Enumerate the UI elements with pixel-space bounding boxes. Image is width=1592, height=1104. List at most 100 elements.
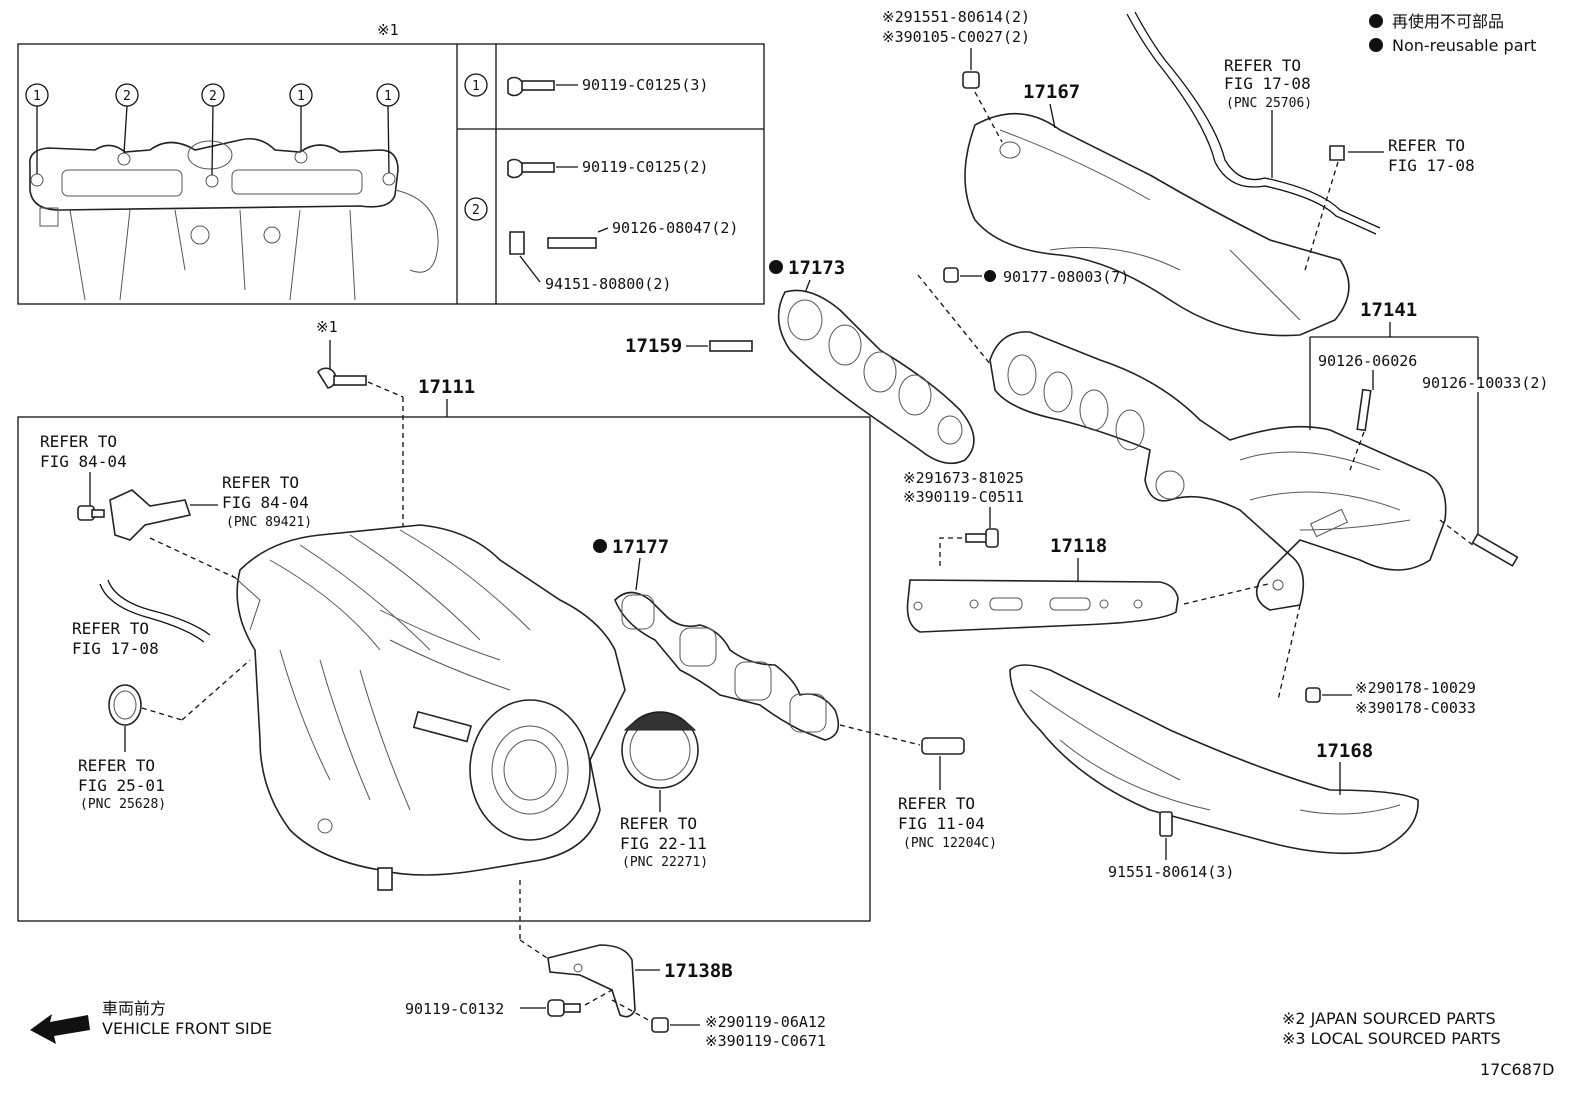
- label-17168: 17168: [1316, 740, 1373, 762]
- label-nut-top-b: ※390105-C0027(2): [882, 28, 1030, 46]
- label-17141: 17141: [1360, 299, 1417, 321]
- svg-text:FIG 25-01: FIG 25-01: [78, 776, 165, 795]
- inset-marker-1b: 1: [289, 83, 313, 151]
- label-17167: 17167: [1023, 81, 1080, 103]
- inset-marker-2b: 2: [201, 83, 225, 176]
- svg-text:2: 2: [472, 203, 480, 218]
- inset-part-90126-08047: 90126-08047(2): [612, 219, 738, 237]
- front-en: VEHICLE FRONT SIDE: [102, 1019, 272, 1038]
- legend-en: Non-reusable part: [1392, 36, 1536, 55]
- label-90178-c0033: ※390178-C0033: [1355, 699, 1476, 717]
- refer-11-04: REFER TO FIG 11-04 (PNC 12204C): [839, 724, 997, 851]
- svg-text:(PNC 25628): (PNC 25628): [80, 797, 166, 812]
- intake-box: 17111: [17, 376, 871, 922]
- bolt-90119-c0132: 90119-C0132: [405, 989, 613, 1018]
- label-90177: 90177-08003(7): [1003, 268, 1129, 286]
- label-17118: 17118: [1050, 535, 1107, 557]
- refer-17-08-top: REFER TO FIG 17-08 (PNC 25706): [1224, 56, 1312, 178]
- label-90119-c0132: 90119-C0132: [405, 1000, 504, 1018]
- nut-90178: ※290178-10029 ※390178-C0033: [1277, 604, 1476, 717]
- label-91551-80614: 91551-80614(3): [1108, 863, 1234, 881]
- svg-text:(PNC 12204C): (PNC 12204C): [903, 836, 997, 851]
- inset-row-1: 1 90119-C0125(3): [464, 73, 708, 97]
- label-17159: 17159: [625, 335, 682, 357]
- svg-text:FIG 17-08: FIG 17-08: [72, 639, 159, 658]
- label-17173: 17173: [788, 257, 845, 279]
- part-17167-heat-insulator: 17167: [964, 81, 1350, 337]
- figure-code: 17C687D: [1480, 1060, 1554, 1079]
- inset-manifold-flange: [29, 137, 439, 301]
- part-17141-exhaust-manifold: 17141: [989, 299, 1479, 611]
- svg-text:REFER TO: REFER TO: [40, 432, 117, 451]
- nut-top: ※291551-80614(2) ※390105-C0027(2): [882, 8, 1030, 143]
- stud-90126-06026: 90126-06026: [1318, 352, 1417, 471]
- refer-22-11: REFER TO FIG 22-11 (PNC 22271): [620, 711, 708, 870]
- star1-bolt: ※1: [316, 318, 404, 560]
- svg-text:(PNC 25706): (PNC 25706): [1226, 96, 1312, 111]
- stud-90126-10033: 90126-10033(2): [1422, 374, 1548, 567]
- svg-text:1: 1: [33, 89, 41, 104]
- inset-part-90119-c0125-2: 90119-C0125(2): [582, 158, 708, 176]
- label-star1: ※1: [316, 318, 338, 336]
- vehicle-front-indicator: 車両前方 VEHICLE FRONT SIDE: [30, 999, 272, 1044]
- svg-text:REFER TO: REFER TO: [1388, 136, 1465, 155]
- bolt-90119-06a12: ※290119-06A12 ※390119-C0671: [611, 999, 826, 1050]
- part-17177-gasket: 17177: [593, 536, 840, 741]
- label-90119-c0511: ※390119-C0511: [903, 488, 1024, 506]
- inset-marker-1c: 1: [376, 83, 400, 174]
- refer-17-08-left: REFER TO FIG 17-08: [72, 579, 211, 658]
- label-90126-06026: 90126-06026: [1318, 352, 1417, 370]
- inset-part-94151-80800: 94151-80800(2): [545, 275, 671, 293]
- svg-text:REFER TO: REFER TO: [78, 756, 155, 775]
- label-17177: 17177: [612, 536, 669, 558]
- legend-jp: 再使用不可部品: [1392, 12, 1504, 31]
- part-17173-gasket: 17173: [769, 257, 975, 465]
- refer-84-04-a: REFER TO FIG 84-04: [40, 432, 127, 521]
- svg-text:FIG 17-08: FIG 17-08: [1224, 74, 1311, 93]
- svg-text:2: 2: [209, 89, 217, 104]
- svg-text:REFER TO: REFER TO: [72, 619, 149, 638]
- label-90178-10029: ※290178-10029: [1355, 679, 1476, 697]
- svg-text:REFER TO: REFER TO: [620, 814, 697, 833]
- part-17138b-bracket: 17138B: [519, 880, 733, 1018]
- label-nut-top-a: ※291551-80614(2): [882, 8, 1030, 26]
- part-17168-insulator: 17168: [1009, 664, 1419, 855]
- label-91673-81025: ※291673-81025: [903, 469, 1024, 487]
- svg-text:1: 1: [297, 89, 305, 104]
- inset-marker-2a: 2: [115, 83, 139, 154]
- sourcing-notes: ※2 JAPAN SOURCED PARTS ※3 LOCAL SOURCED …: [1282, 1009, 1501, 1048]
- svg-text:REFER TO: REFER TO: [898, 794, 975, 813]
- svg-text:REFER TO: REFER TO: [222, 473, 299, 492]
- nut-90177: 90177-08003(7): [917, 267, 1129, 371]
- screw-91551: 91551-80614(3): [1108, 811, 1234, 881]
- svg-text:REFER TO: REFER TO: [1224, 56, 1301, 75]
- inset-marker-1a: 1: [25, 83, 49, 174]
- part-17111-intake-manifold: [231, 524, 626, 891]
- svg-text:2: 2: [123, 89, 131, 104]
- svg-text:FIG 22-11: FIG 22-11: [620, 834, 707, 853]
- inset-box: ※1 1 2: [17, 21, 765, 305]
- tube-top: [1126, 11, 1381, 235]
- arrow-left-icon: [30, 1014, 90, 1044]
- label-17138b: 17138B: [664, 960, 733, 982]
- refer-25-01: REFER TO FIG 25-01 (PNC 25628): [78, 659, 251, 812]
- front-jp: 車両前方: [102, 999, 166, 1018]
- inset-row-2: 2 90119-C0125(2) 90126-08047(2) 94151-80…: [464, 158, 738, 293]
- svg-text:FIG 84-04: FIG 84-04: [222, 493, 309, 512]
- inset-part-90119-c0125-3: 90119-C0125(3): [582, 76, 708, 94]
- legend: 再使用不可部品 Non-reusable part: [1369, 12, 1536, 55]
- label-90119-06a12: ※290119-06A12: [705, 1013, 826, 1031]
- note-local: ※3 LOCAL SOURCED PARTS: [1282, 1029, 1501, 1048]
- note-japan: ※2 JAPAN SOURCED PARTS: [1282, 1009, 1496, 1028]
- part-17159-stud: 17159: [625, 335, 753, 357]
- svg-text:1: 1: [384, 89, 392, 104]
- inset-title: ※1: [377, 21, 399, 39]
- svg-text:FIG 17-08: FIG 17-08: [1388, 156, 1475, 175]
- label-90126-10033: 90126-10033(2): [1422, 374, 1548, 392]
- label-90119-c0671: ※390119-C0671: [705, 1032, 826, 1050]
- svg-text:(PNC 89421): (PNC 89421): [226, 515, 312, 530]
- bolt-91673: ※291673-81025 ※390119-C0511: [903, 469, 1024, 568]
- svg-text:1: 1: [472, 79, 480, 94]
- svg-text:FIG 84-04: FIG 84-04: [40, 452, 127, 471]
